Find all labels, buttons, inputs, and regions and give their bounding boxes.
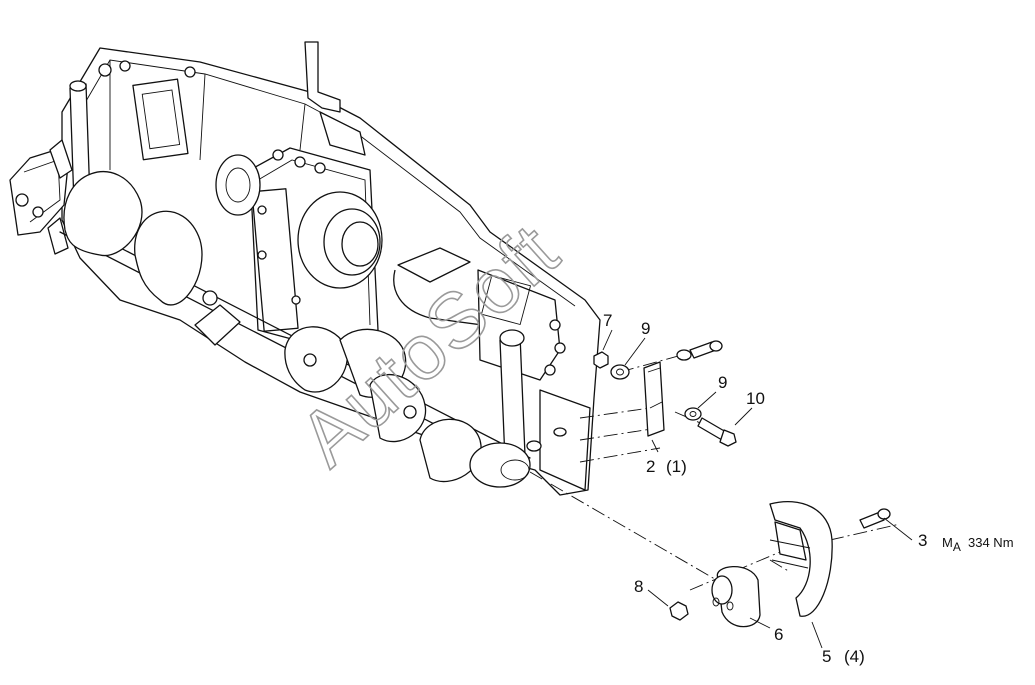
gearbox-assembly	[215, 147, 383, 353]
torque-value: 334 Nm	[968, 535, 1014, 550]
callout-2: 2	[646, 457, 655, 476]
auger-assembly	[59, 171, 531, 483]
callout-5-qty: (4)	[844, 647, 865, 666]
callout-7: 7	[603, 311, 612, 330]
callout-labels: 7 9 9 10 2 (1) 3 MA 334 Nm 8 6 5 (4)	[603, 311, 1014, 666]
wear-plate-2	[643, 361, 665, 437]
callout-3: 3	[918, 531, 927, 550]
callout-10: 10	[746, 389, 765, 408]
callout-8: 8	[634, 577, 643, 596]
cover-5	[769, 500, 833, 617]
hardware-stack-lower	[529, 471, 913, 649]
right-bracket-assembly	[393, 247, 591, 491]
washer-9-upper	[610, 364, 630, 380]
callout-9-lower: 9	[718, 373, 727, 392]
callout-5: 5	[822, 647, 831, 666]
torque-symbol: MA	[942, 535, 961, 554]
callout-2-qty: (1)	[666, 457, 687, 476]
lock-nut-7	[593, 351, 609, 369]
callout-9-upper: 9	[641, 319, 650, 338]
hardware-stack-upper	[579, 329, 753, 463]
nut-8	[669, 601, 689, 621]
callout-6: 6	[774, 625, 783, 644]
washer-9-lower	[684, 407, 702, 421]
